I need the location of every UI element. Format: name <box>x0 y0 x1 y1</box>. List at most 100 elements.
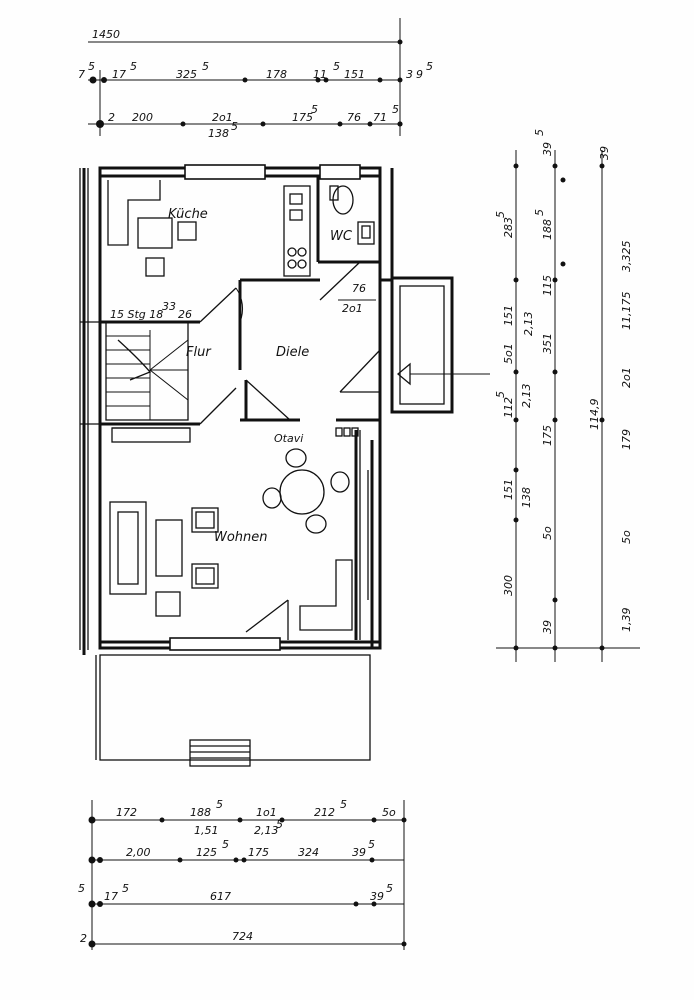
svg-text:1,39: 1,39 <box>620 608 633 633</box>
svg-text:39: 39 <box>370 890 384 903</box>
living-furniture <box>109 501 353 631</box>
svg-text:5o: 5o <box>541 526 554 540</box>
svg-text:39: 39 <box>352 846 366 859</box>
svg-text:300: 300 <box>502 575 515 596</box>
stairs-label-sup: 33 <box>162 300 176 313</box>
svg-text:617: 617 <box>210 890 231 903</box>
svg-text:2: 2 <box>80 932 87 945</box>
svg-text:188: 188 <box>541 219 554 240</box>
svg-text:724: 724 <box>232 930 253 943</box>
door-dim-height: 2o1 <box>342 302 363 315</box>
svg-text:5: 5 <box>392 103 399 116</box>
svg-text:151: 151 <box>502 479 515 500</box>
svg-text:151: 151 <box>502 305 515 326</box>
svg-text:5o1: 5o1 <box>502 343 515 364</box>
svg-text:5: 5 <box>311 103 318 116</box>
svg-text:5: 5 <box>202 60 209 73</box>
svg-text:5: 5 <box>78 882 85 895</box>
svg-text:2: 2 <box>108 111 115 124</box>
svg-text:7: 7 <box>78 68 85 81</box>
svg-text:2,00: 2,00 <box>126 846 151 859</box>
svg-text:1o1: 1o1 <box>256 806 277 819</box>
svg-text:5: 5 <box>533 129 546 136</box>
svg-text:175: 175 <box>248 846 269 859</box>
svg-text:283: 283 <box>502 217 515 238</box>
svg-text:39: 39 <box>541 142 554 156</box>
svg-text:71: 71 <box>373 111 387 124</box>
room-label-kitchen: Küche <box>168 207 208 222</box>
svg-text:5: 5 <box>216 798 223 811</box>
svg-text:138: 138 <box>520 487 533 508</box>
right-dimension-chains: 283 5 151 5o1 112 5 151 300 39 5 188 5 1… <box>494 129 640 662</box>
svg-text:5: 5 <box>231 120 238 133</box>
kitchen-furniture <box>107 180 311 277</box>
dining-furniture <box>262 427 359 534</box>
svg-text:11: 11 <box>313 68 327 81</box>
svg-text:5: 5 <box>494 391 507 398</box>
svg-text:175: 175 <box>541 425 554 446</box>
top-dimension-chains: 1450 7 5 17 5 325 5 178 11 5 151 3 9 5 2… <box>78 18 433 140</box>
room-label-lobby: Diele <box>276 345 309 360</box>
dim-total-width: 1450 <box>92 28 120 41</box>
svg-text:5: 5 <box>222 838 229 851</box>
svg-text:351: 351 <box>541 333 554 354</box>
svg-text:5: 5 <box>130 60 137 73</box>
svg-text:325: 325 <box>176 68 197 81</box>
svg-text:39: 39 <box>541 620 554 634</box>
room-label-living: Wohnen <box>214 530 268 545</box>
svg-text:138: 138 <box>208 127 229 140</box>
svg-text:5o: 5o <box>620 530 633 544</box>
stairs-tread-label: 26 <box>178 308 192 321</box>
svg-text:212: 212 <box>314 806 335 819</box>
svg-text:115: 115 <box>541 275 554 296</box>
svg-text:5: 5 <box>122 882 129 895</box>
building-walls <box>79 164 454 767</box>
room-labels: Küche WC Flur Diele Wohnen 15 Stg 18 33 … <box>110 207 376 545</box>
svg-text:3,325: 3,325 <box>620 241 633 273</box>
svg-text:2o1: 2o1 <box>620 367 633 388</box>
svg-text:178: 178 <box>266 68 287 81</box>
svg-text:5o: 5o <box>382 806 396 819</box>
svg-text:11,175: 11,175 <box>620 292 633 331</box>
doors <box>199 261 490 640</box>
svg-text:324: 324 <box>298 846 319 859</box>
svg-text:179: 179 <box>620 429 633 450</box>
svg-text:112: 112 <box>502 397 515 418</box>
svg-text:17: 17 <box>112 68 126 81</box>
svg-text:5: 5 <box>88 60 95 73</box>
wc-fixtures <box>329 185 375 245</box>
svg-text:151: 151 <box>344 68 365 81</box>
svg-text:9: 9 <box>416 68 423 81</box>
stairs-label: 15 Stg 18 <box>110 308 163 321</box>
svg-text:2o1: 2o1 <box>212 111 233 124</box>
svg-text:3: 3 <box>406 68 413 81</box>
svg-text:1,51: 1,51 <box>194 824 219 837</box>
svg-text:188: 188 <box>190 806 211 819</box>
svg-text:172: 172 <box>116 806 137 819</box>
svg-text:76: 76 <box>347 111 361 124</box>
staircase <box>105 321 191 443</box>
svg-text:5: 5 <box>533 209 546 216</box>
svg-text:5: 5 <box>494 211 507 218</box>
door-dim-width: 76 <box>352 282 366 295</box>
svg-text:200: 200 <box>132 111 153 124</box>
svg-text:5: 5 <box>333 60 340 73</box>
room-label-wc: WC <box>330 229 353 244</box>
otavi-label: Otavi <box>274 432 303 445</box>
svg-text:125: 125 <box>196 846 217 859</box>
bottom-dimension-chains: 172 188 5 1o1 1,51 2,13 5 212 5 5o 2,00 … <box>78 798 407 950</box>
svg-text:5: 5 <box>426 60 433 73</box>
interior-walls <box>100 176 392 640</box>
svg-text:175: 175 <box>292 111 313 124</box>
svg-text:5: 5 <box>368 838 375 851</box>
svg-text:2,13: 2,13 <box>520 384 533 409</box>
room-label-hall: Flur <box>186 345 212 360</box>
svg-text:2,13: 2,13 <box>254 824 279 837</box>
svg-text:5: 5 <box>276 818 283 831</box>
svg-text:39: 39 <box>598 146 611 160</box>
svg-text:17: 17 <box>104 890 118 903</box>
svg-text:5: 5 <box>340 798 347 811</box>
svg-text:114,9: 114,9 <box>588 399 601 431</box>
